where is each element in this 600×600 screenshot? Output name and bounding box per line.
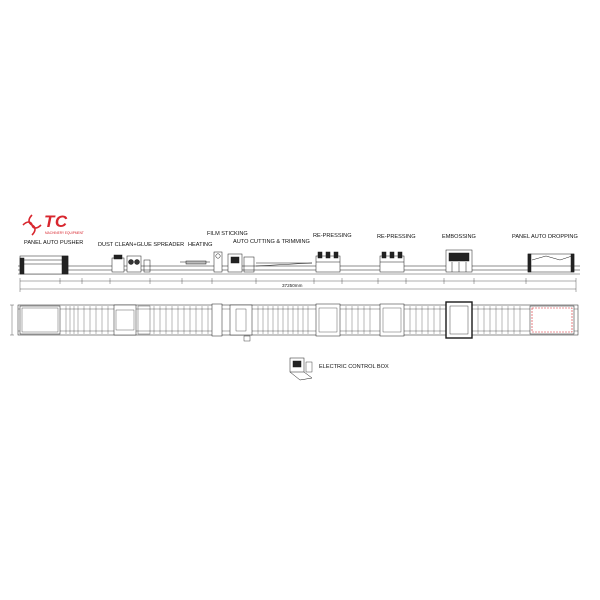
elevation-panel-auto-pusher: [19, 255, 69, 275]
elevation-embossing: [445, 249, 473, 273]
plan-auto-dropping: [529, 305, 575, 335]
electric-control-box-icon: [289, 357, 313, 381]
plan-rollers: [65, 306, 521, 334]
plan-dust-clean: [113, 304, 137, 336]
label-re-pressing-2: RE-PRESSING: [377, 234, 416, 240]
label-film-sticking: FILM STICKING: [207, 231, 248, 237]
label-panel-auto-dropping: PANEL AUTO DROPPING: [512, 234, 578, 240]
elevation-heating: [180, 260, 210, 265]
label-auto-cutting-trimming: AUTO CUTTING & TRIMMING: [233, 239, 310, 245]
plan-embossing: [445, 301, 473, 339]
elevation-re-pressing-1: [315, 251, 341, 273]
company-logo: TC MACHINERY EQUIPMENT: [22, 212, 102, 236]
plan-view: [10, 301, 579, 342]
label-heating: HEATING: [188, 242, 213, 248]
plan-re-pressing-1: [315, 303, 341, 337]
logo-mark-icon: [22, 214, 42, 236]
label-embossing: EMBOSSING: [442, 234, 476, 240]
label-dust-clean-glue-spreader: DUST CLEAN+GLUE SPREADER: [98, 242, 185, 248]
plan-re-pressing-2: [379, 303, 405, 337]
elevation-re-pressing-2: [379, 251, 405, 273]
elevation-dust-clean-glue: [111, 254, 151, 273]
label-re-pressing-1: RE-PRESSING: [313, 233, 352, 239]
label-electric-control-box: ELECTRIC CONTROL BOX: [319, 364, 389, 370]
plan-film-sticking: [211, 303, 223, 337]
total-length-dimension: 37250mm: [282, 283, 303, 288]
plan-cutting: [229, 304, 253, 336]
elevation-panel-auto-dropping: [527, 253, 575, 273]
label-panel-auto-pusher: PANEL AUTO PUSHER: [24, 240, 84, 246]
logo-subtitle: MACHINERY EQUIPMENT: [45, 231, 84, 235]
logo-text: TC: [44, 212, 68, 231]
elevation-film-sticking-cutting: [213, 251, 313, 273]
